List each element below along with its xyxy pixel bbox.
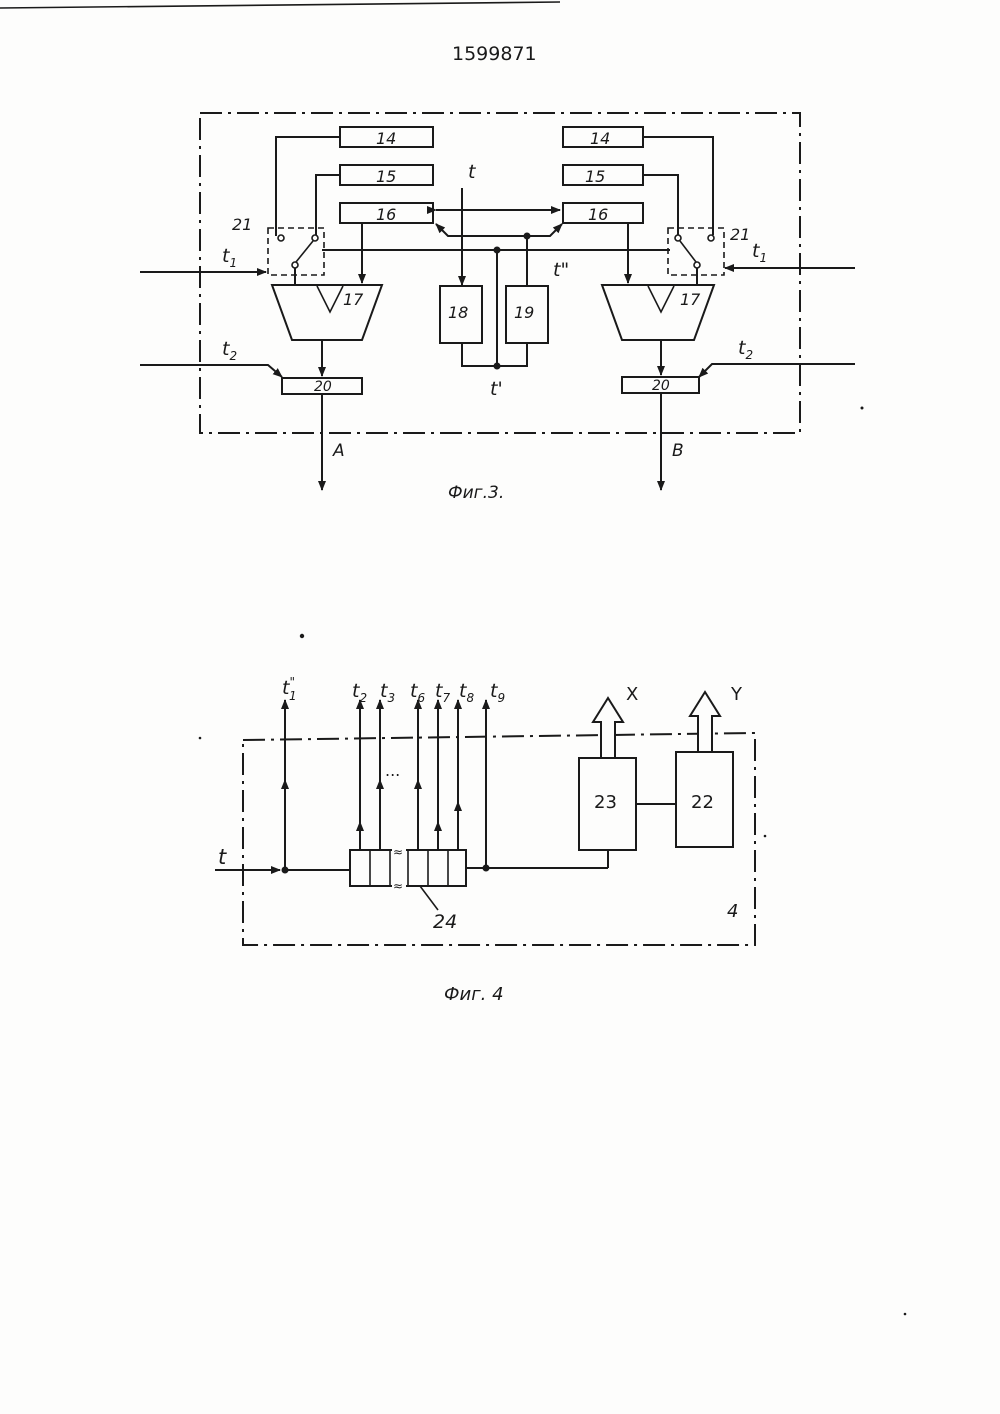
label-out-t9: t9 [490,680,505,705]
label-output-b: B [672,441,684,461]
leader-24 [420,886,438,910]
label-out-t3: t3 [380,680,395,705]
wire-tdprime-right-16 [527,224,562,236]
scan-speck [764,835,767,838]
label-input-t: t [218,845,227,869]
ellipsis: ... [385,761,400,780]
scan-speck [199,737,202,740]
block-17-left [272,285,382,340]
label-16-right: 16 [588,205,608,224]
label-t: t [468,161,477,183]
label-bus-x: X [626,684,638,705]
label-16-left: 16 [376,205,396,224]
switch-left-contact-a [278,235,284,241]
scan-speck [904,1313,907,1316]
wire-tprime-bus [462,343,527,366]
label-18: 18 [448,303,468,322]
bus-arrow-x [593,698,623,758]
switch-right-pivot [694,262,700,268]
label-tprime: t' [490,378,503,400]
label-21-right: 21 [730,225,750,244]
label-t1-left: t1 [222,245,237,270]
label-15-right: 15 [585,167,605,186]
label-bus-y: Y [730,684,743,705]
wire-15-left-switch [316,175,340,235]
label-19: 19 [514,303,534,322]
label-17-left: 17 [343,290,364,309]
switch-right-contact-a [675,235,681,241]
fig4-caption: Фиг. 4 [444,984,504,1005]
label-unit-4: 4 [727,901,738,922]
scan-speck [300,634,304,638]
break-mark-top: ≈ [393,845,403,859]
wire-t2-left [140,365,282,377]
switch-right-contact-b [708,235,714,241]
label-15-left: 15 [376,167,396,186]
patent-number: 1599871 [452,43,537,65]
label-tdprime: t" [553,259,569,281]
label-out-t6: t6 [410,680,425,705]
label-24: 24 [433,911,457,933]
label-t1-right: t1 [752,240,767,265]
switch-left-arm [296,241,313,262]
label-22: 22 [691,792,714,813]
label-17-right: 17 [680,290,701,309]
junction-tprime [494,363,501,370]
label-out-t1: t"1 [282,675,297,703]
scan-speck [861,407,864,410]
wire-t2-right [699,364,855,377]
label-20-left: 20 [314,379,332,395]
label-14-left: 14 [376,129,396,148]
label-output-a: A [332,441,345,461]
bus-arrow-y [690,692,720,752]
wire-tdprime-left-16 [436,224,527,236]
label-14-right: 14 [590,129,610,148]
label-21-left: 21 [232,215,252,234]
label-t2-right: t2 [738,337,753,362]
fig3: 14 15 16 14 15 16 21 21 17 17 [140,113,855,503]
label-t2-left: t2 [222,338,237,363]
fig3-caption: Фиг.3. [448,483,504,503]
fig4: t t"1 ≈ ≈ 24 t2 t3 ... t6 t7 [215,675,755,1005]
switch-left-pivot [292,262,298,268]
label-out-t2: t2 [352,680,367,705]
wire-15-right-switch [643,175,678,235]
top-edge-line [0,2,560,8]
label-out-t8: t8 [459,680,474,705]
label-20-right: 20 [652,378,670,394]
wire-14-left-switch [276,137,340,236]
label-out-t7: t7 [435,680,450,705]
label-23: 23 [594,792,617,813]
switch-right-arm [680,241,696,262]
switch-left-contact-b [312,235,318,241]
break-mark-bottom: ≈ [393,879,403,893]
